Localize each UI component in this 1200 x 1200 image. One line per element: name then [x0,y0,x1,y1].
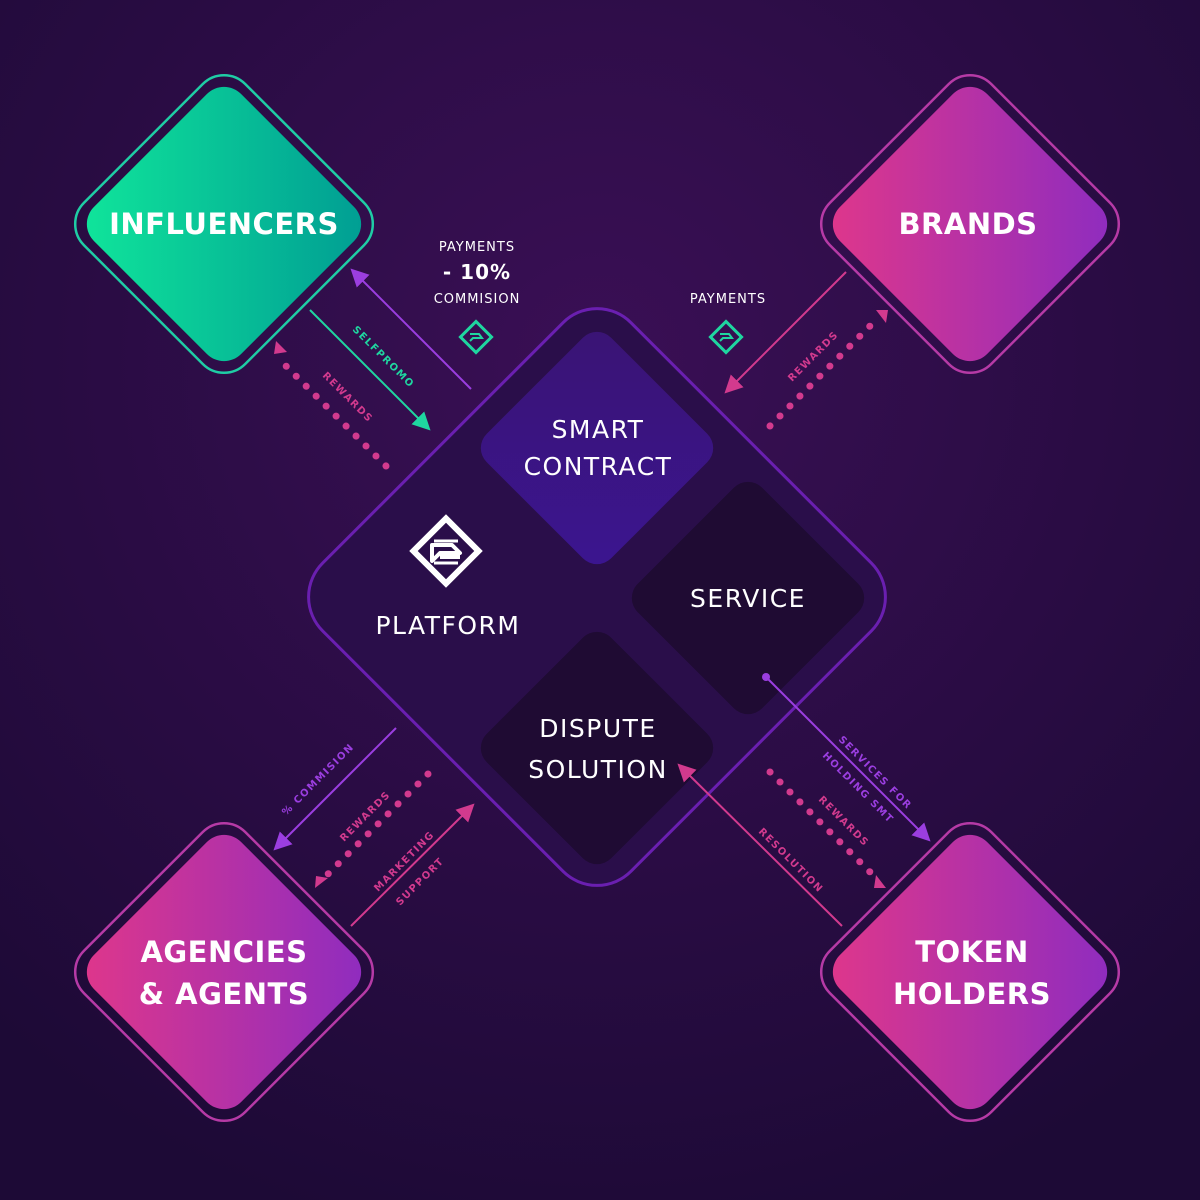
rewards-dots-brands [766,320,876,430]
agencies-label-line1: AGENCIES [140,935,307,969]
rewards-arrowhead-token [874,875,886,888]
payments-arrow-brands [724,271,847,394]
influencers-label: INFLUENCERS [109,207,339,241]
minus-ten-label: - 10% [443,260,511,284]
commision-label: COMMISION [434,292,521,307]
resolution-arrow [677,763,843,927]
smart-contract-tile [480,331,714,565]
marketing-arrow [350,803,475,927]
brands-node [819,73,1121,375]
platform [307,307,887,887]
teal-coin-icon [458,319,494,355]
services-arrow [765,676,931,842]
dispute-label-line2: SOLUTION [528,755,668,784]
rewards-arrowhead-agencies [315,876,328,888]
payments-label-left: PAYMENTS [439,240,515,255]
token-holders-label-line2: HOLDERS [893,977,1051,1011]
token-holders-node [819,821,1121,1123]
platform-label: PLATFORM [375,611,520,640]
dispute-label-line1: DISPUTE [539,714,656,743]
agencies-label-line2: & AGENTS [139,977,309,1011]
rewards-dots-token [766,768,876,878]
rewards-arrowhead-influencers [274,341,287,354]
brands-label: BRANDS [898,207,1037,241]
rewards-dots-influencers [280,360,390,470]
payments-arrow-influencers [350,268,472,390]
token-holders-label-line1: TOKEN [915,935,1029,969]
dispute-solution-tile [480,631,714,865]
service-label: SERVICE [690,584,806,613]
teal-coin-icon-right [708,319,744,355]
agencies-node [73,821,375,1123]
payments-label-right: PAYMENTS [690,292,766,307]
rewards-dots-agencies [322,770,432,880]
influencers-node [73,73,375,375]
service-tile [631,481,865,715]
smart-contract-label-line1: SMART [552,415,645,444]
rewards-arrowhead-brands [876,310,888,323]
selfpromo-arrow [309,309,431,431]
commision-arrow-agencies [273,727,397,851]
smart-contract-label-line2: CONTRACT [524,452,673,481]
diamond-s-logo-icon [409,514,483,588]
